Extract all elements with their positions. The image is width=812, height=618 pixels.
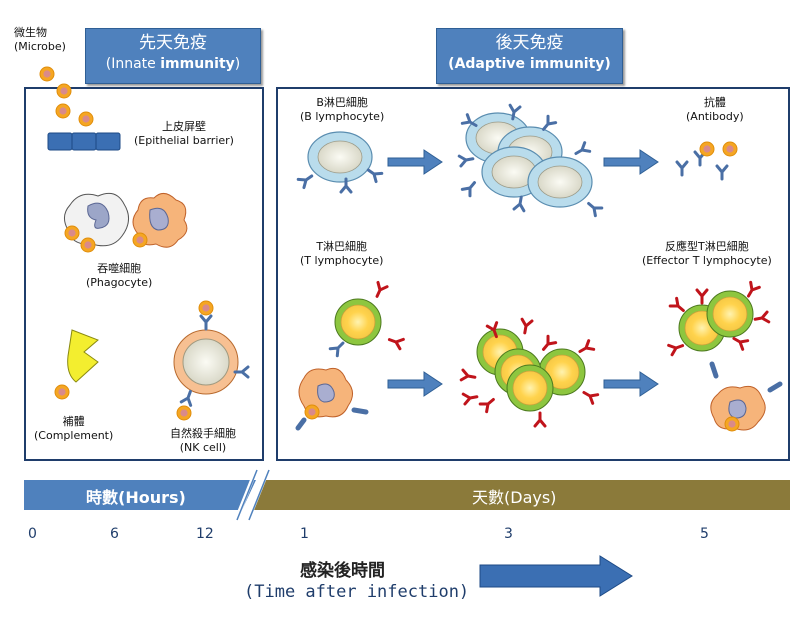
antigen-presenting-cell-left (295, 367, 369, 431)
b-lymphocyte-single (296, 131, 384, 194)
hours-label: 時數(Hours) (86, 488, 186, 507)
phagocyte-label: 吞噬細胞(Phagocyte) (86, 262, 153, 289)
b-lymphocyte-label: B淋巴細胞(B lymphocyte) (300, 96, 385, 123)
timeline-bar (24, 469, 790, 521)
adaptive-header: 後天免疫 (Adaptive immunity) (436, 28, 623, 84)
effector-t-label: 反應型T淋巴細胞(Effector T lymphocyte) (642, 240, 772, 267)
tick-hour-12: 12 (196, 526, 214, 542)
epithelial-label: 上皮屏壁(Epithelial barrier) (134, 120, 234, 147)
adaptive-title: 後天免疫 (495, 33, 564, 53)
days-label: 天數(Days) (472, 488, 557, 507)
b-lymphocyte-cluster (457, 103, 604, 218)
innate-header: 先天免疫 (Innate immunity) (85, 28, 261, 84)
antibody-label: 抗體(Antibody) (686, 96, 744, 123)
tick-hour-0: 0 (28, 526, 37, 542)
t-lymphocyte-cluster (459, 317, 600, 428)
footer-en: (Time after infection) (244, 582, 470, 602)
tick-day-3: 3 (504, 526, 513, 542)
phagocyte-orange (132, 193, 188, 248)
footer-zh: 感染後時間 (300, 561, 385, 581)
arrow-b-antibody (603, 149, 659, 175)
complement-protein (54, 329, 99, 400)
effector-t-lymphocytes (667, 280, 771, 379)
adaptive-subtitle: (Adaptive immunity) (448, 56, 611, 72)
epithelial-barrier (47, 132, 121, 151)
arrow-b-proliferation (387, 149, 443, 175)
time-arrow (479, 555, 633, 597)
nk-label: 自然殺手細胞(NK cell) (170, 427, 236, 454)
antibodies (675, 141, 738, 181)
microbe-label: 微生物(Microbe) (14, 26, 66, 53)
t-lymphocyte-single (328, 280, 405, 358)
tick-day-1: 1 (300, 526, 309, 542)
arrow-t-proliferation (387, 371, 443, 397)
arrow-t-effector (603, 371, 659, 397)
complement-label: 補體(Complement) (34, 415, 114, 442)
nk-cell (173, 300, 250, 421)
antigen-presenting-cell-right (710, 381, 783, 432)
microbe-cluster (39, 66, 94, 127)
tick-hour-6: 6 (110, 526, 119, 542)
t-lymphocyte-label: T淋巴細胞(T lymphocyte) (300, 240, 384, 267)
phagocyte-white (64, 192, 129, 253)
tick-day-5: 5 (700, 526, 709, 542)
innate-subtitle: (Innate immunity) (105, 56, 241, 72)
innate-title: 先天免疫 (139, 33, 207, 53)
